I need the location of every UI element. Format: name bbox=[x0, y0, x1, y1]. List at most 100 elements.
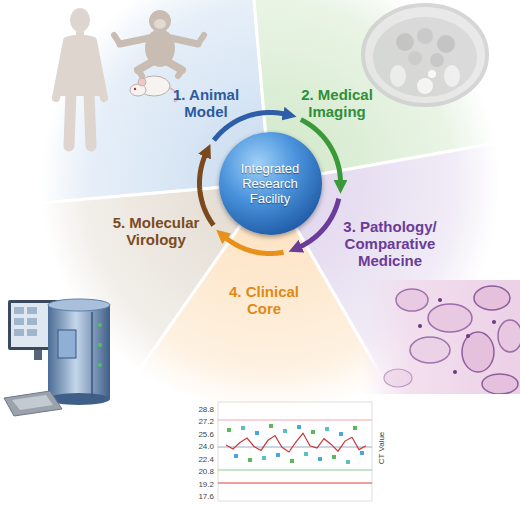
ct-organ bbox=[430, 53, 444, 67]
node-text: 2. Medical Imaging bbox=[294, 86, 380, 120]
ct-scan-image bbox=[363, 5, 487, 105]
monkey-leg bbox=[178, 70, 182, 76]
cutoff-line bbox=[218, 482, 372, 483]
monkey-body bbox=[145, 29, 175, 67]
machine-light bbox=[98, 343, 102, 347]
axis-tick: 17.6 bbox=[186, 492, 214, 502]
histology-gland bbox=[396, 289, 428, 311]
screen-tile bbox=[27, 307, 37, 314]
machine-panel bbox=[58, 330, 76, 358]
data-point bbox=[227, 428, 231, 432]
monkey-arm bbox=[198, 35, 204, 44]
human-arm bbox=[93, 41, 104, 98]
stage-label: 1. Animal Model bbox=[165, 86, 247, 120]
histology-gland bbox=[462, 332, 494, 372]
ct-kidney bbox=[444, 65, 460, 87]
monkey-arm bbox=[114, 35, 120, 44]
monkey-figure bbox=[114, 10, 204, 76]
background-wedges bbox=[40, 0, 500, 413]
data-point bbox=[353, 426, 357, 430]
histology-nucleus bbox=[492, 320, 496, 324]
human-figure bbox=[56, 8, 104, 146]
histology-gland bbox=[428, 304, 472, 332]
histology-gland bbox=[384, 369, 412, 387]
data-point bbox=[297, 425, 301, 429]
stage-label: 4. Clinical Core bbox=[218, 283, 310, 317]
human-arm bbox=[56, 41, 67, 98]
histology-gland bbox=[482, 374, 518, 394]
axis-tick: 22.4 bbox=[186, 455, 214, 465]
axis-tick: 19.2 bbox=[186, 480, 214, 490]
data-point bbox=[332, 455, 336, 459]
node-text: 4. Clinical Core bbox=[218, 283, 310, 317]
ct-outer bbox=[363, 5, 487, 105]
histology-nucleus bbox=[453, 370, 457, 374]
stage-label: 3. Pathology/ Comparative Medicine bbox=[334, 218, 446, 269]
axis-tick: 27.2 bbox=[186, 417, 214, 427]
screen-tile bbox=[27, 318, 37, 325]
data-point bbox=[234, 454, 238, 458]
data-point bbox=[318, 457, 322, 461]
ct-organ bbox=[417, 28, 433, 44]
chart-frame bbox=[218, 402, 372, 501]
machine-seam bbox=[91, 312, 93, 396]
stage-label: 5. Molecular Virology bbox=[105, 214, 207, 248]
monkey-face bbox=[154, 19, 166, 29]
data-point bbox=[255, 431, 259, 435]
machine-body bbox=[48, 305, 110, 399]
monkey-arm bbox=[171, 38, 198, 44]
histology-gland bbox=[474, 286, 510, 310]
data-point bbox=[346, 460, 350, 464]
histology-gland bbox=[498, 320, 520, 352]
data-point bbox=[304, 452, 308, 456]
node-text: Integrated Research Facility bbox=[231, 161, 309, 206]
ct-value-chart bbox=[218, 402, 372, 501]
node-text: 3. Pathology/ Comparative Medicine bbox=[334, 218, 446, 269]
screen-tile bbox=[14, 307, 24, 314]
data-point bbox=[325, 427, 329, 431]
histology-image bbox=[362, 280, 520, 394]
axis-tick: 20.8 bbox=[186, 467, 214, 477]
human-leg bbox=[89, 92, 91, 146]
cycle-arrow bbox=[224, 236, 284, 253]
monitor-stand bbox=[34, 350, 42, 360]
data-point bbox=[269, 424, 273, 428]
histology-ground bbox=[362, 280, 520, 394]
ct-organ bbox=[437, 35, 455, 53]
mean-line bbox=[218, 447, 372, 448]
axis-tick: 28.8 bbox=[186, 405, 214, 415]
cycle-arrow bbox=[200, 153, 214, 225]
mean-series bbox=[226, 433, 366, 452]
screen-tile bbox=[14, 329, 24, 336]
data-point bbox=[283, 429, 287, 433]
axis-tick: 24.0 bbox=[186, 442, 214, 452]
axis-title: CT Value bbox=[377, 423, 387, 473]
machine-light bbox=[98, 363, 102, 367]
machine-top bbox=[48, 299, 110, 311]
data-point bbox=[276, 453, 280, 457]
ct-spine bbox=[417, 78, 433, 94]
hub-circle: Integrated Research Facility bbox=[219, 132, 322, 235]
histology-nucleus bbox=[418, 324, 422, 328]
mouse-figure bbox=[130, 76, 178, 102]
monkey-head bbox=[149, 10, 171, 32]
histology-nucleus bbox=[466, 334, 470, 338]
ct-organ bbox=[396, 33, 414, 51]
node-text: 5. Molecular Virology bbox=[105, 214, 207, 248]
screen-tile bbox=[27, 329, 37, 336]
human-leg bbox=[69, 92, 71, 146]
data-point bbox=[360, 451, 364, 455]
laptop-keys bbox=[12, 395, 53, 410]
stage-label: 2. Medical Imaging bbox=[294, 86, 380, 120]
data-point bbox=[290, 459, 294, 463]
ct-kidney bbox=[390, 65, 406, 87]
data-point bbox=[262, 456, 266, 460]
data-point bbox=[311, 430, 315, 434]
data-point bbox=[248, 458, 252, 462]
histology-nucleus bbox=[438, 298, 442, 302]
node-text: 1. Animal Model bbox=[165, 86, 247, 120]
histology-gland bbox=[410, 337, 450, 363]
data-point bbox=[241, 426, 245, 430]
laptop-base bbox=[4, 391, 62, 416]
